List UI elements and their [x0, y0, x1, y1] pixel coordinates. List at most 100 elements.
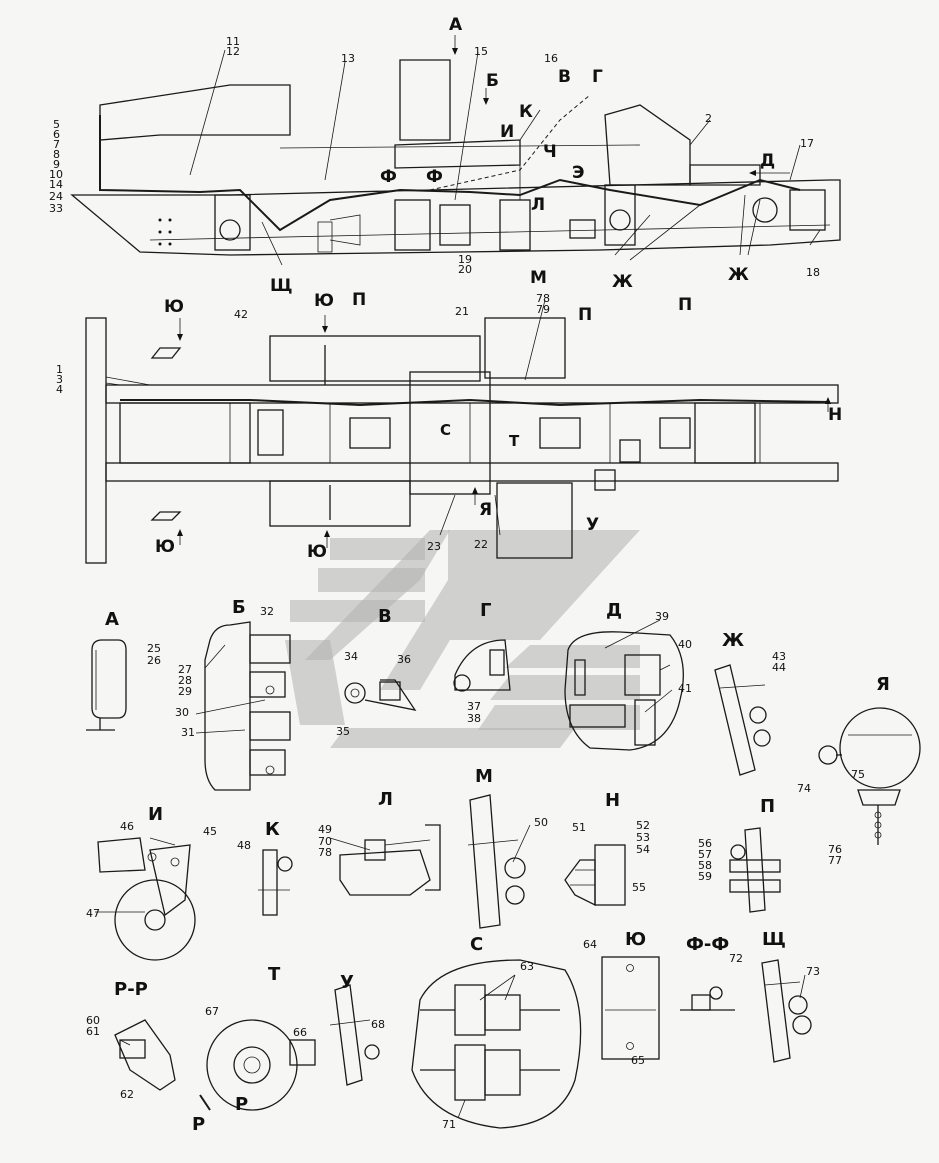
view-letter-zh: Ж: [728, 265, 749, 285]
callout-number-76: 76: [828, 843, 842, 856]
watermark-logo: [285, 530, 640, 748]
view-letter-zh: Ж: [722, 630, 744, 651]
detail-k-sketch: [258, 849, 293, 916]
view-letter-p: П: [578, 305, 592, 325]
view-letter-p: П: [352, 290, 366, 310]
callout-number-11: 11: [226, 35, 240, 48]
view-letter-i: И: [148, 804, 163, 825]
detail-r-r-sketch: [114, 1019, 176, 1091]
callout-number-48: 48: [237, 839, 251, 852]
callout-number-54: 54: [636, 843, 650, 856]
callout-number-17: 17: [800, 137, 814, 150]
view-letter-t: Т: [268, 964, 281, 985]
callout-number-71: 71: [442, 1118, 456, 1131]
callout-number-20: 20: [458, 263, 472, 276]
view-letter-a: А: [105, 609, 119, 630]
detail-shch-sketch: [761, 959, 812, 1063]
detail-v-sketch: [344, 679, 417, 711]
callout-number-44: 44: [772, 661, 786, 674]
callout-number-73: 73: [806, 965, 820, 978]
detail-d-sketch: [564, 631, 684, 751]
view-letter-p: П: [678, 295, 692, 315]
callout-number-70: 70: [318, 835, 332, 848]
view-letter-e: Э: [572, 163, 584, 183]
view-letter-g: Г: [592, 67, 603, 87]
view-letter-f: Ф: [380, 167, 397, 187]
callout-number-66: 66: [293, 1026, 307, 1039]
callout-number-39: 39: [655, 610, 669, 623]
view-letter-ya: Я: [876, 674, 890, 695]
view-letter-d: Д: [606, 600, 622, 621]
callout-number-26: 26: [147, 654, 161, 667]
view-letter-b: Б: [486, 71, 499, 91]
view-letter-yu: Ю: [155, 537, 175, 557]
detail-a-sketch: [86, 639, 127, 731]
callout-number-24: 24: [49, 190, 63, 203]
view-letter-s: С: [470, 934, 483, 955]
callout-number-65: 65: [631, 1054, 645, 1067]
callout-number-43: 43: [772, 650, 786, 663]
view-letter-s: С: [440, 421, 451, 439]
view-letter-yu: Ю: [314, 291, 334, 311]
callout-number-47: 47: [86, 907, 100, 920]
view-letter-b: Б: [232, 597, 246, 618]
leader-lines: [95, 35, 831, 1119]
callout-number-46: 46: [120, 820, 134, 833]
detail-yu-sketch: [601, 956, 660, 1060]
callout-number-42: 42: [234, 308, 248, 321]
view-letter-n: Н: [605, 790, 620, 811]
callout-number-60: 60: [86, 1014, 100, 1027]
view-letter-shch: Щ: [762, 929, 786, 950]
callout-number-2: 2: [705, 112, 712, 125]
callout-number-25: 25: [147, 642, 161, 655]
callout-number-64: 64: [583, 938, 597, 951]
callout-number-51: 51: [572, 821, 586, 834]
callout-number-28: 28: [178, 674, 192, 687]
view-letter-p: П: [760, 796, 775, 817]
detail-n-sketch: [564, 844, 626, 907]
callout-number-3: 3: [56, 373, 63, 386]
view-letter-zh: Ж: [612, 272, 633, 292]
view-letter-yu: Ю: [307, 542, 327, 562]
view-letter-i: И: [500, 122, 514, 142]
callout-number-32: 32: [260, 605, 274, 618]
callout-number-33: 33: [49, 202, 63, 215]
callout-number-78: 78: [536, 292, 550, 305]
detail-m-sketch: [467, 794, 526, 929]
callout-number-61: 61: [86, 1025, 100, 1038]
callout-number-15: 15: [474, 45, 488, 58]
detail-b-sketch: [204, 621, 291, 791]
view-letter-r: Р: [192, 1114, 205, 1135]
detail-f-f-sketch: [680, 986, 735, 1011]
detail-s-sketch: [411, 959, 582, 1129]
callout-number-45: 45: [203, 825, 217, 838]
view-letter-ch: Ч: [543, 142, 557, 162]
callout-number-57: 57: [698, 848, 712, 861]
detail-ya-sketch: [818, 707, 921, 845]
detail-g-sketch: [453, 639, 511, 692]
callout-number-75: 75: [851, 768, 865, 781]
view-letter-ff: Ф-Ф: [686, 934, 729, 955]
view-letter-g: Г: [480, 600, 491, 621]
view-letter-u: У: [340, 972, 354, 993]
callout-number-27: 27: [178, 663, 192, 676]
view-letter-v: В: [378, 606, 392, 627]
callout-number-55: 55: [632, 881, 646, 894]
view-letter-shch: Щ: [270, 276, 293, 296]
callout-number-49: 49: [318, 823, 332, 836]
callout-number-74: 74: [797, 782, 811, 795]
view-letter-u: У: [586, 515, 599, 535]
callout-number-58: 58: [698, 859, 712, 872]
callout-number-78: 78: [318, 846, 332, 859]
callout-number-38: 38: [467, 712, 481, 725]
callout-number-29: 29: [178, 685, 192, 698]
view-letter-r: Р: [235, 1094, 248, 1115]
callout-number-16: 16: [544, 52, 558, 65]
view-letter-f: Ф: [426, 167, 443, 187]
callout-number-9: 9: [53, 158, 60, 171]
callout-number-30: 30: [175, 706, 189, 719]
callout-number-8: 8: [53, 148, 60, 161]
